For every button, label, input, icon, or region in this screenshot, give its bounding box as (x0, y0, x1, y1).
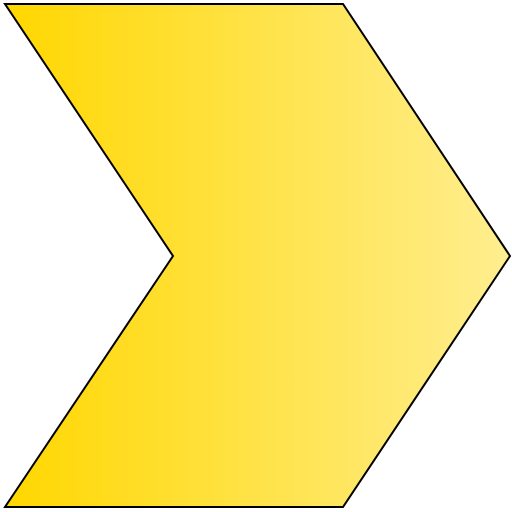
chevron-arrow-right-icon (3, 3, 512, 508)
